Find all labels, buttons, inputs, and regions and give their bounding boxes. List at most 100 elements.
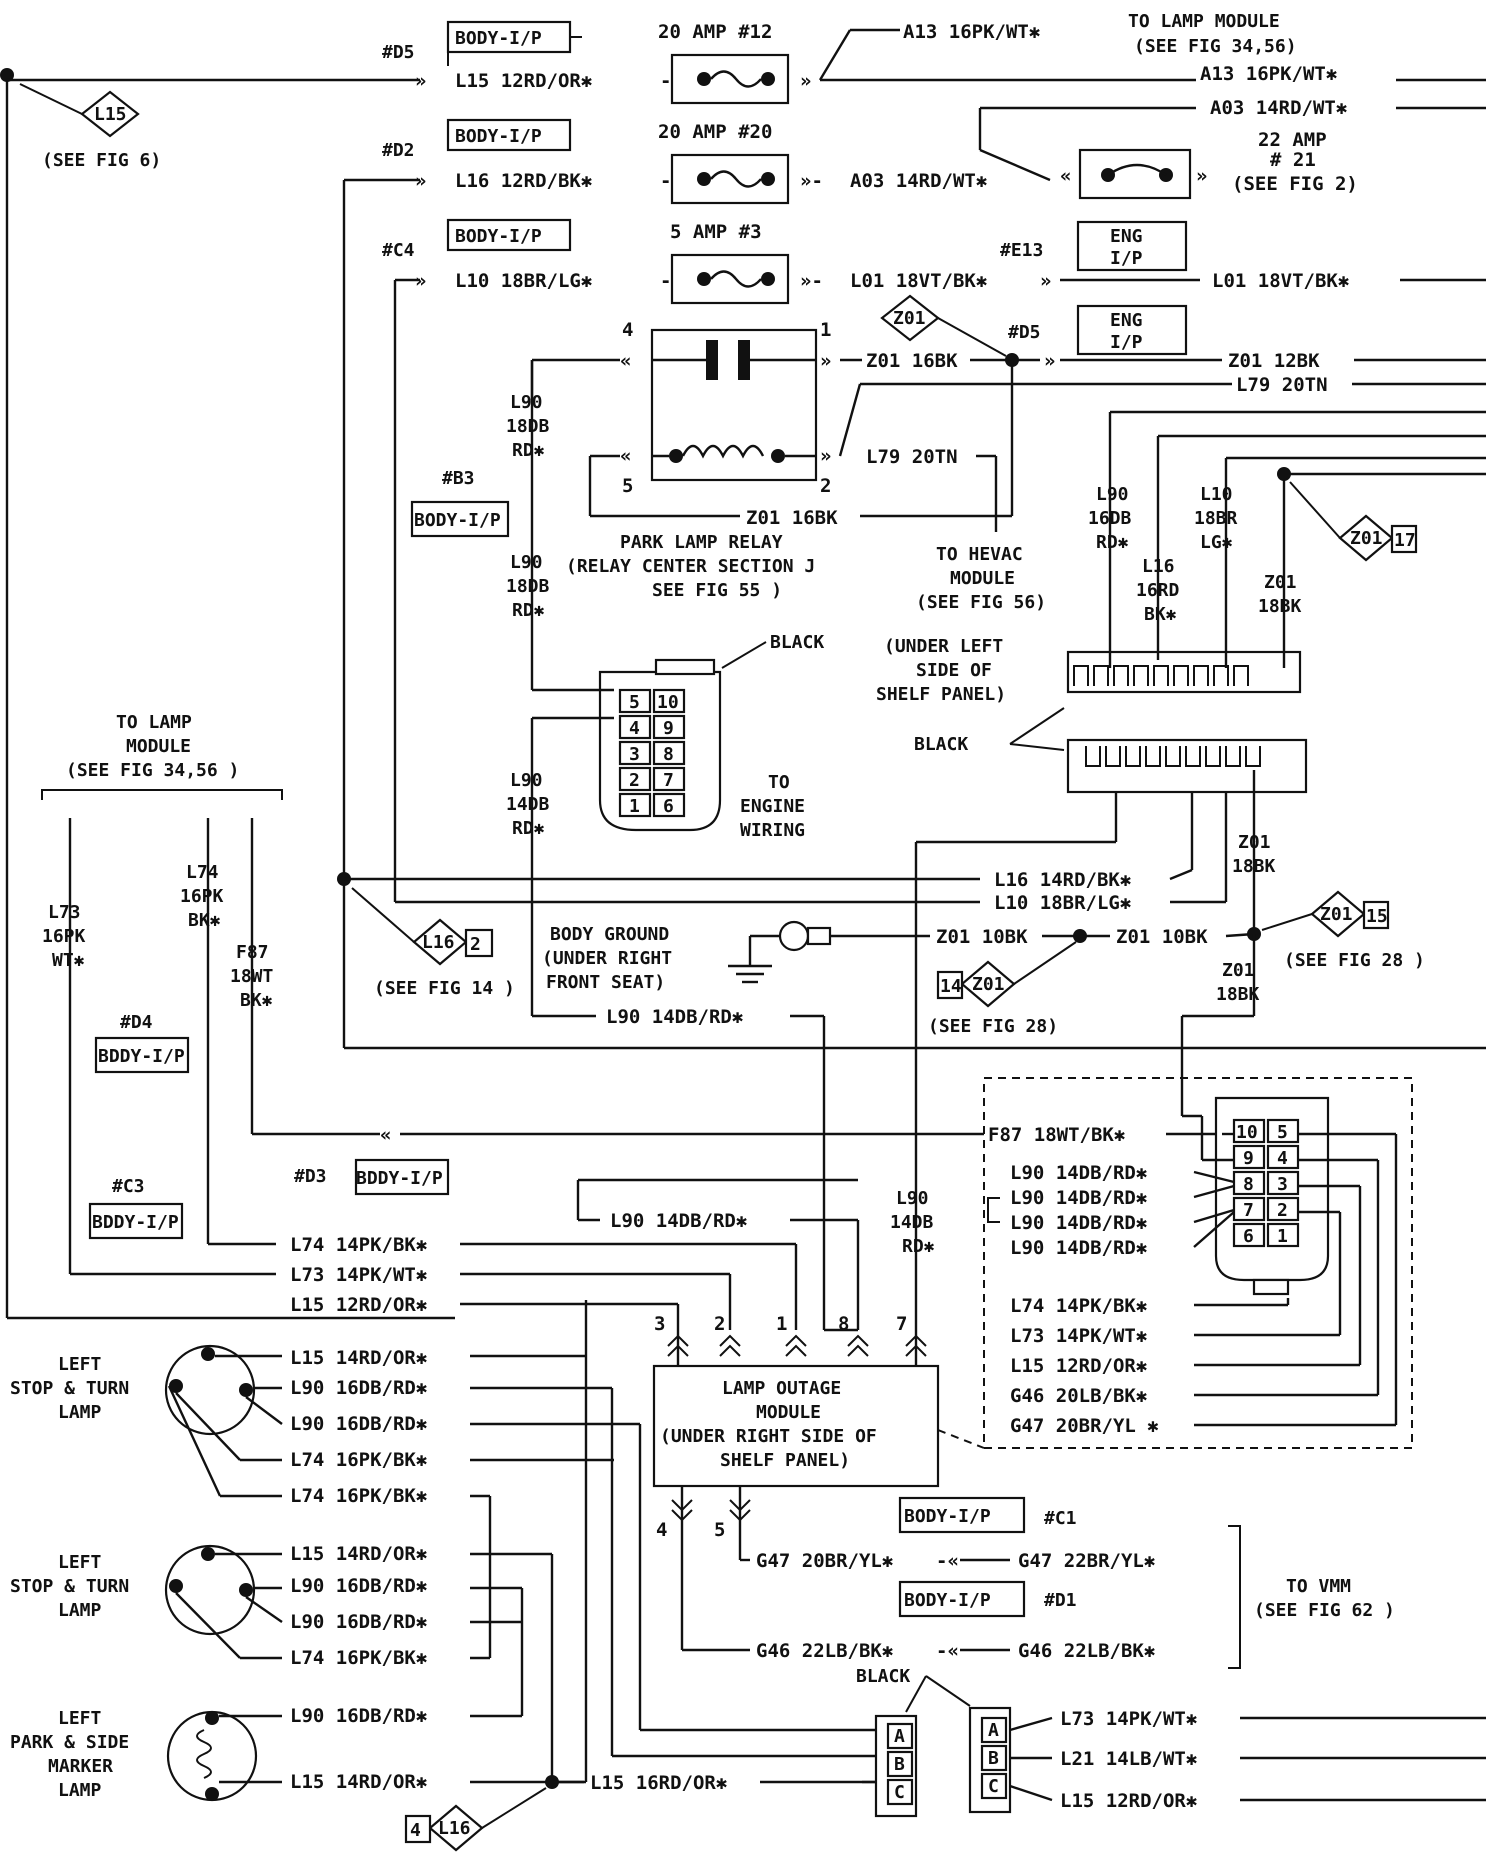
ref-see-fig14: (SEE FIG 14 ) <box>374 978 515 999</box>
leader <box>1009 707 1065 745</box>
pin-box <box>1266 1170 1300 1196</box>
right-wire-label: L90 14DB/RD✱ <box>1010 1162 1147 1184</box>
connector-symbol: « <box>380 1124 391 1146</box>
right-pin: 2 <box>1277 1200 1288 1221</box>
lamp-socket <box>166 1710 258 1802</box>
leader <box>481 1787 547 1829</box>
wire-label-l10-top: L10 18BR/LG✱ <box>455 270 592 292</box>
vlabel-l90-14: L90 <box>510 770 543 791</box>
tag-number-box <box>464 928 494 958</box>
relay-coil <box>681 444 765 459</box>
wire-label-a03: A03 14RD/WT✱ <box>850 170 987 192</box>
body-ip-label: BODY-I/P <box>414 510 501 531</box>
right-pin: 5 <box>1277 1122 1288 1143</box>
bracket <box>987 1197 1000 1223</box>
fuse-contact <box>761 72 775 86</box>
lamp-terminal <box>201 1347 215 1361</box>
splice-d5: #D5 <box>382 42 415 63</box>
wire-label-z01-10a: Z01 10BK <box>936 926 1028 948</box>
leader <box>721 641 767 669</box>
relay-location: (RELAY CENTER SECTION J <box>566 556 815 577</box>
connector-symbol: » <box>415 170 426 192</box>
pin-box <box>1266 1144 1300 1170</box>
fuse-contact <box>761 272 775 286</box>
right-wire-label: L90 14DB/RD✱ <box>1010 1187 1147 1209</box>
eng-ip-box <box>1076 220 1188 272</box>
engine-pin: 2 <box>629 770 640 791</box>
ref-lamp-module-top-fig: (SEE FIG 34,56) <box>1134 36 1297 57</box>
tag-z01-17 <box>1338 514 1394 562</box>
wire <box>1009 1716 1053 1732</box>
vlabel-l74: L74 <box>186 862 219 883</box>
wire <box>175 1392 241 1461</box>
vlabel-z01-18c: Z01 <box>1222 960 1255 981</box>
ref-lamp-module-top: TO LAMP MODULE <box>1128 11 1280 32</box>
connector-symbol: « <box>1060 165 1071 187</box>
engine-pin: 3 <box>629 744 640 765</box>
vlabel-l90-18b: L90 <box>510 552 543 573</box>
lamp-wire-label: L74 16PK/BK✱ <box>290 1449 427 1471</box>
lamp-module-left: (SEE FIG 34,56 ) <box>66 760 239 781</box>
leader <box>937 317 1007 357</box>
wire <box>1193 1184 1235 1199</box>
lamp-label: LEFT <box>58 1354 102 1375</box>
ref-see-fig28b: (SEE FIG 28 ) <box>1284 950 1425 971</box>
lamp-wire-label: L15 14RD/OR✱ <box>290 1543 427 1565</box>
right-pin: 4 <box>1277 1148 1288 1169</box>
bracket <box>1228 1525 1241 1669</box>
wire-label-l16-mid: L16 14RD/BK✱ <box>994 869 1131 891</box>
wire-label-g46-22b: G46 22LB/BK✱ <box>1018 1640 1155 1662</box>
relay-contact <box>738 340 750 380</box>
connector-symbol <box>719 1334 741 1357</box>
lamp-label: LAMP <box>58 1402 102 1423</box>
module-pin: 2 <box>714 1313 725 1335</box>
ground-lug <box>806 926 832 946</box>
body-ip-label: BODY-I/P <box>455 126 542 147</box>
connector-symbol: » <box>415 70 426 92</box>
pin-box <box>886 1722 914 1750</box>
tag-l16-label: L16 <box>422 932 455 953</box>
wire-label-l90-mid: L90 14DB/RD✱ <box>606 1006 743 1028</box>
vlabel-l90-16: RD✱ <box>1096 532 1129 553</box>
lamp-terminal <box>201 1547 215 1561</box>
wire-label-l01: L01 18VT/BK✱ <box>850 270 987 292</box>
wire <box>245 1396 283 1425</box>
pin-box <box>618 714 652 740</box>
connector-symbol: -« <box>936 1550 959 1572</box>
lamp-outage-module <box>652 1364 940 1488</box>
vlabel-l16-16: BK✱ <box>1144 604 1177 625</box>
module-pin: 8 <box>838 1313 849 1335</box>
shelf-connector-upper <box>1066 650 1302 694</box>
splice-c4: #C4 <box>382 240 415 261</box>
wire-label-l16-top: L16 12RD/BK✱ <box>455 170 592 192</box>
splice-dot <box>0 68 14 82</box>
vlabel-l10-18: LG✱ <box>1200 532 1233 553</box>
tag-number-box <box>1390 524 1418 554</box>
tag-l16-4 <box>428 1804 484 1852</box>
module-location: SHELF PANEL) <box>720 1450 850 1471</box>
lamp-wire-label: L90 16DB/RD✱ <box>290 1611 427 1633</box>
engine-pin: 9 <box>663 718 674 739</box>
wire <box>818 29 852 81</box>
tag-15: 15 <box>1366 906 1388 927</box>
pin-box <box>1232 1118 1266 1144</box>
label-backdrop <box>1196 92 1396 114</box>
tag-number-box <box>404 1814 432 1844</box>
fuse-contact <box>697 272 711 286</box>
lamp-socket <box>164 1344 256 1436</box>
eng-ip-label: I/P <box>1110 248 1143 269</box>
abc-pin: C <box>988 1776 999 1797</box>
vlabel-l90-16: L90 <box>1096 484 1129 505</box>
label-black-shelf: BLACK <box>914 734 968 755</box>
body-ground: FRONT SEAT) <box>546 972 665 993</box>
vlabel-l74: 16PK <box>180 886 224 907</box>
fuse-12-rating: 20 AMP #12 <box>658 21 772 43</box>
hevac-module: MODULE <box>950 568 1015 589</box>
lamp-wire-label: L90 16DB/RD✱ <box>290 1705 427 1727</box>
connector-latch <box>1252 1278 1290 1296</box>
lamp-terminal <box>205 1711 219 1725</box>
splice-b3: #B3 <box>442 468 475 489</box>
abc-pin: B <box>894 1754 905 1775</box>
lamp-wire-label: L74 16PK/BK✱ <box>290 1485 427 1507</box>
